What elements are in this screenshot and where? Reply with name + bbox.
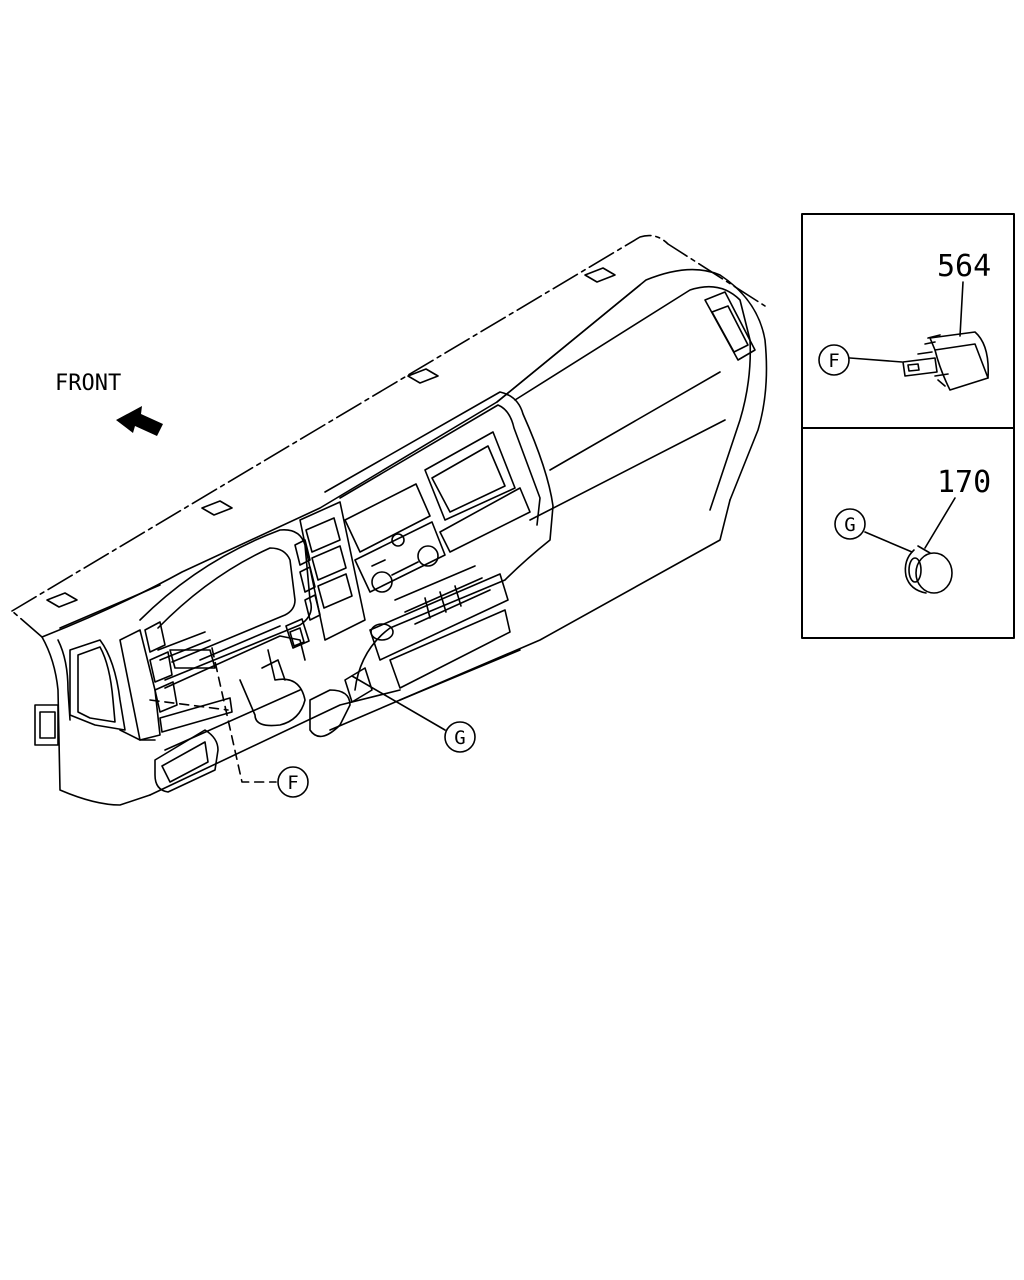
plug-part-icon <box>904 545 953 594</box>
part-170-leader <box>924 497 956 549</box>
callout-f-circle <box>277 766 309 798</box>
callout-g-detail-label: G <box>844 514 855 536</box>
callout-g-detail-circle <box>834 508 866 540</box>
callout-g-detail-leader <box>864 531 913 553</box>
part-number-170: 170 <box>937 465 991 500</box>
front-label: FRONT <box>55 371 121 396</box>
callout-g-label: G <box>454 727 465 749</box>
callout-f-label: F <box>287 772 298 794</box>
callout-g-leader <box>351 675 446 731</box>
callout-f-detail-leader <box>849 357 903 363</box>
front-arrow-icon <box>116 406 163 436</box>
detail-panel-frame <box>801 213 1015 639</box>
part-number-564: 564 <box>937 249 991 284</box>
callout-f-detail-circle <box>818 344 850 376</box>
callout-f-leader <box>149 647 277 783</box>
part-564-leader <box>959 281 964 337</box>
callout-f-detail-label: F <box>828 350 839 372</box>
switch-part-icon <box>902 331 990 391</box>
callout-g-circle <box>444 721 476 753</box>
dashboard-illustration <box>11 234 768 806</box>
